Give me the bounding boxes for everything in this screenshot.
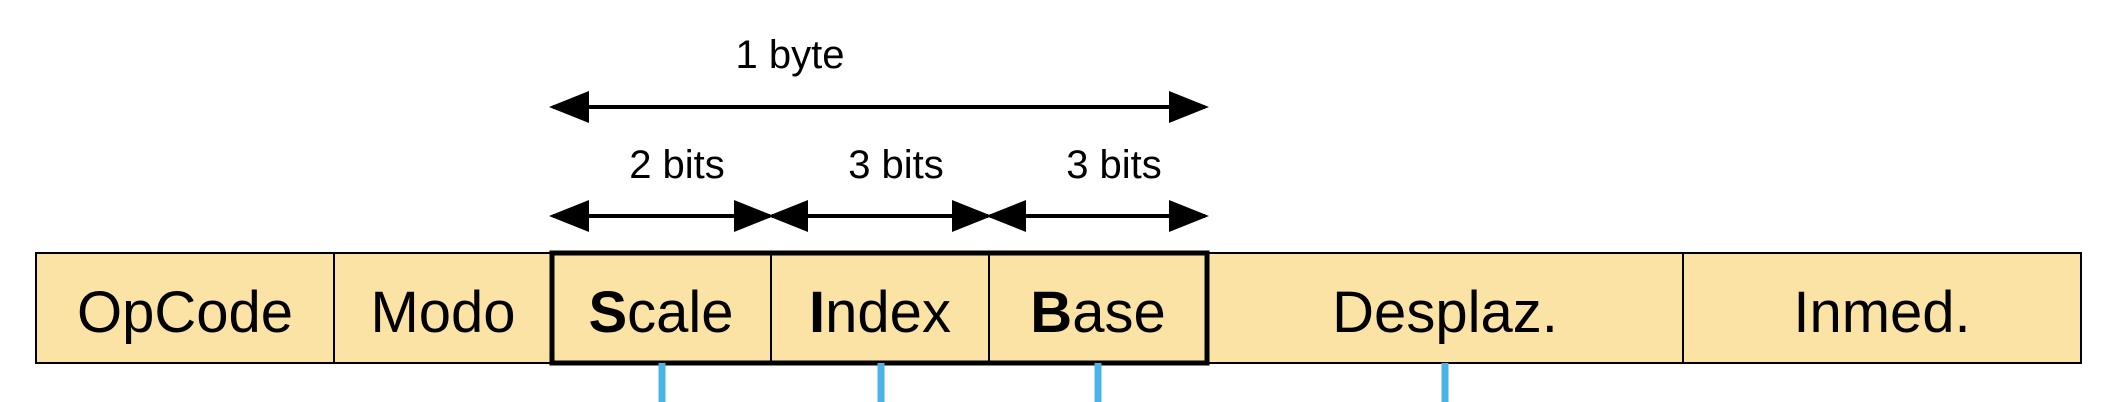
field-inmed: Inmed. xyxy=(1682,252,2082,364)
field-scale: Scale xyxy=(551,252,772,364)
field-inmed-label: Inmed. xyxy=(1793,280,1970,345)
field-base-label: Base xyxy=(1030,280,1165,345)
field-index-label: Index xyxy=(809,280,951,345)
field-desplaz: Desplaz. xyxy=(1206,252,1684,364)
base-bits-label: 3 bits xyxy=(1066,143,1162,187)
index-bits-label: 3 bits xyxy=(848,143,944,187)
field-desplaz-label: Desplaz. xyxy=(1332,280,1558,345)
byte-span-label: 1 byte xyxy=(736,33,845,77)
scale-bits-label: 2 bits xyxy=(629,143,725,187)
field-opcode: OpCode xyxy=(35,252,335,364)
field-modo-label: Modo xyxy=(370,280,515,345)
field-scale-label: Scale xyxy=(588,280,733,345)
field-opcode-label: OpCode xyxy=(77,280,293,345)
field-base: Base xyxy=(988,252,1208,364)
field-index: Index xyxy=(770,252,990,364)
field-modo: Modo xyxy=(333,252,553,364)
